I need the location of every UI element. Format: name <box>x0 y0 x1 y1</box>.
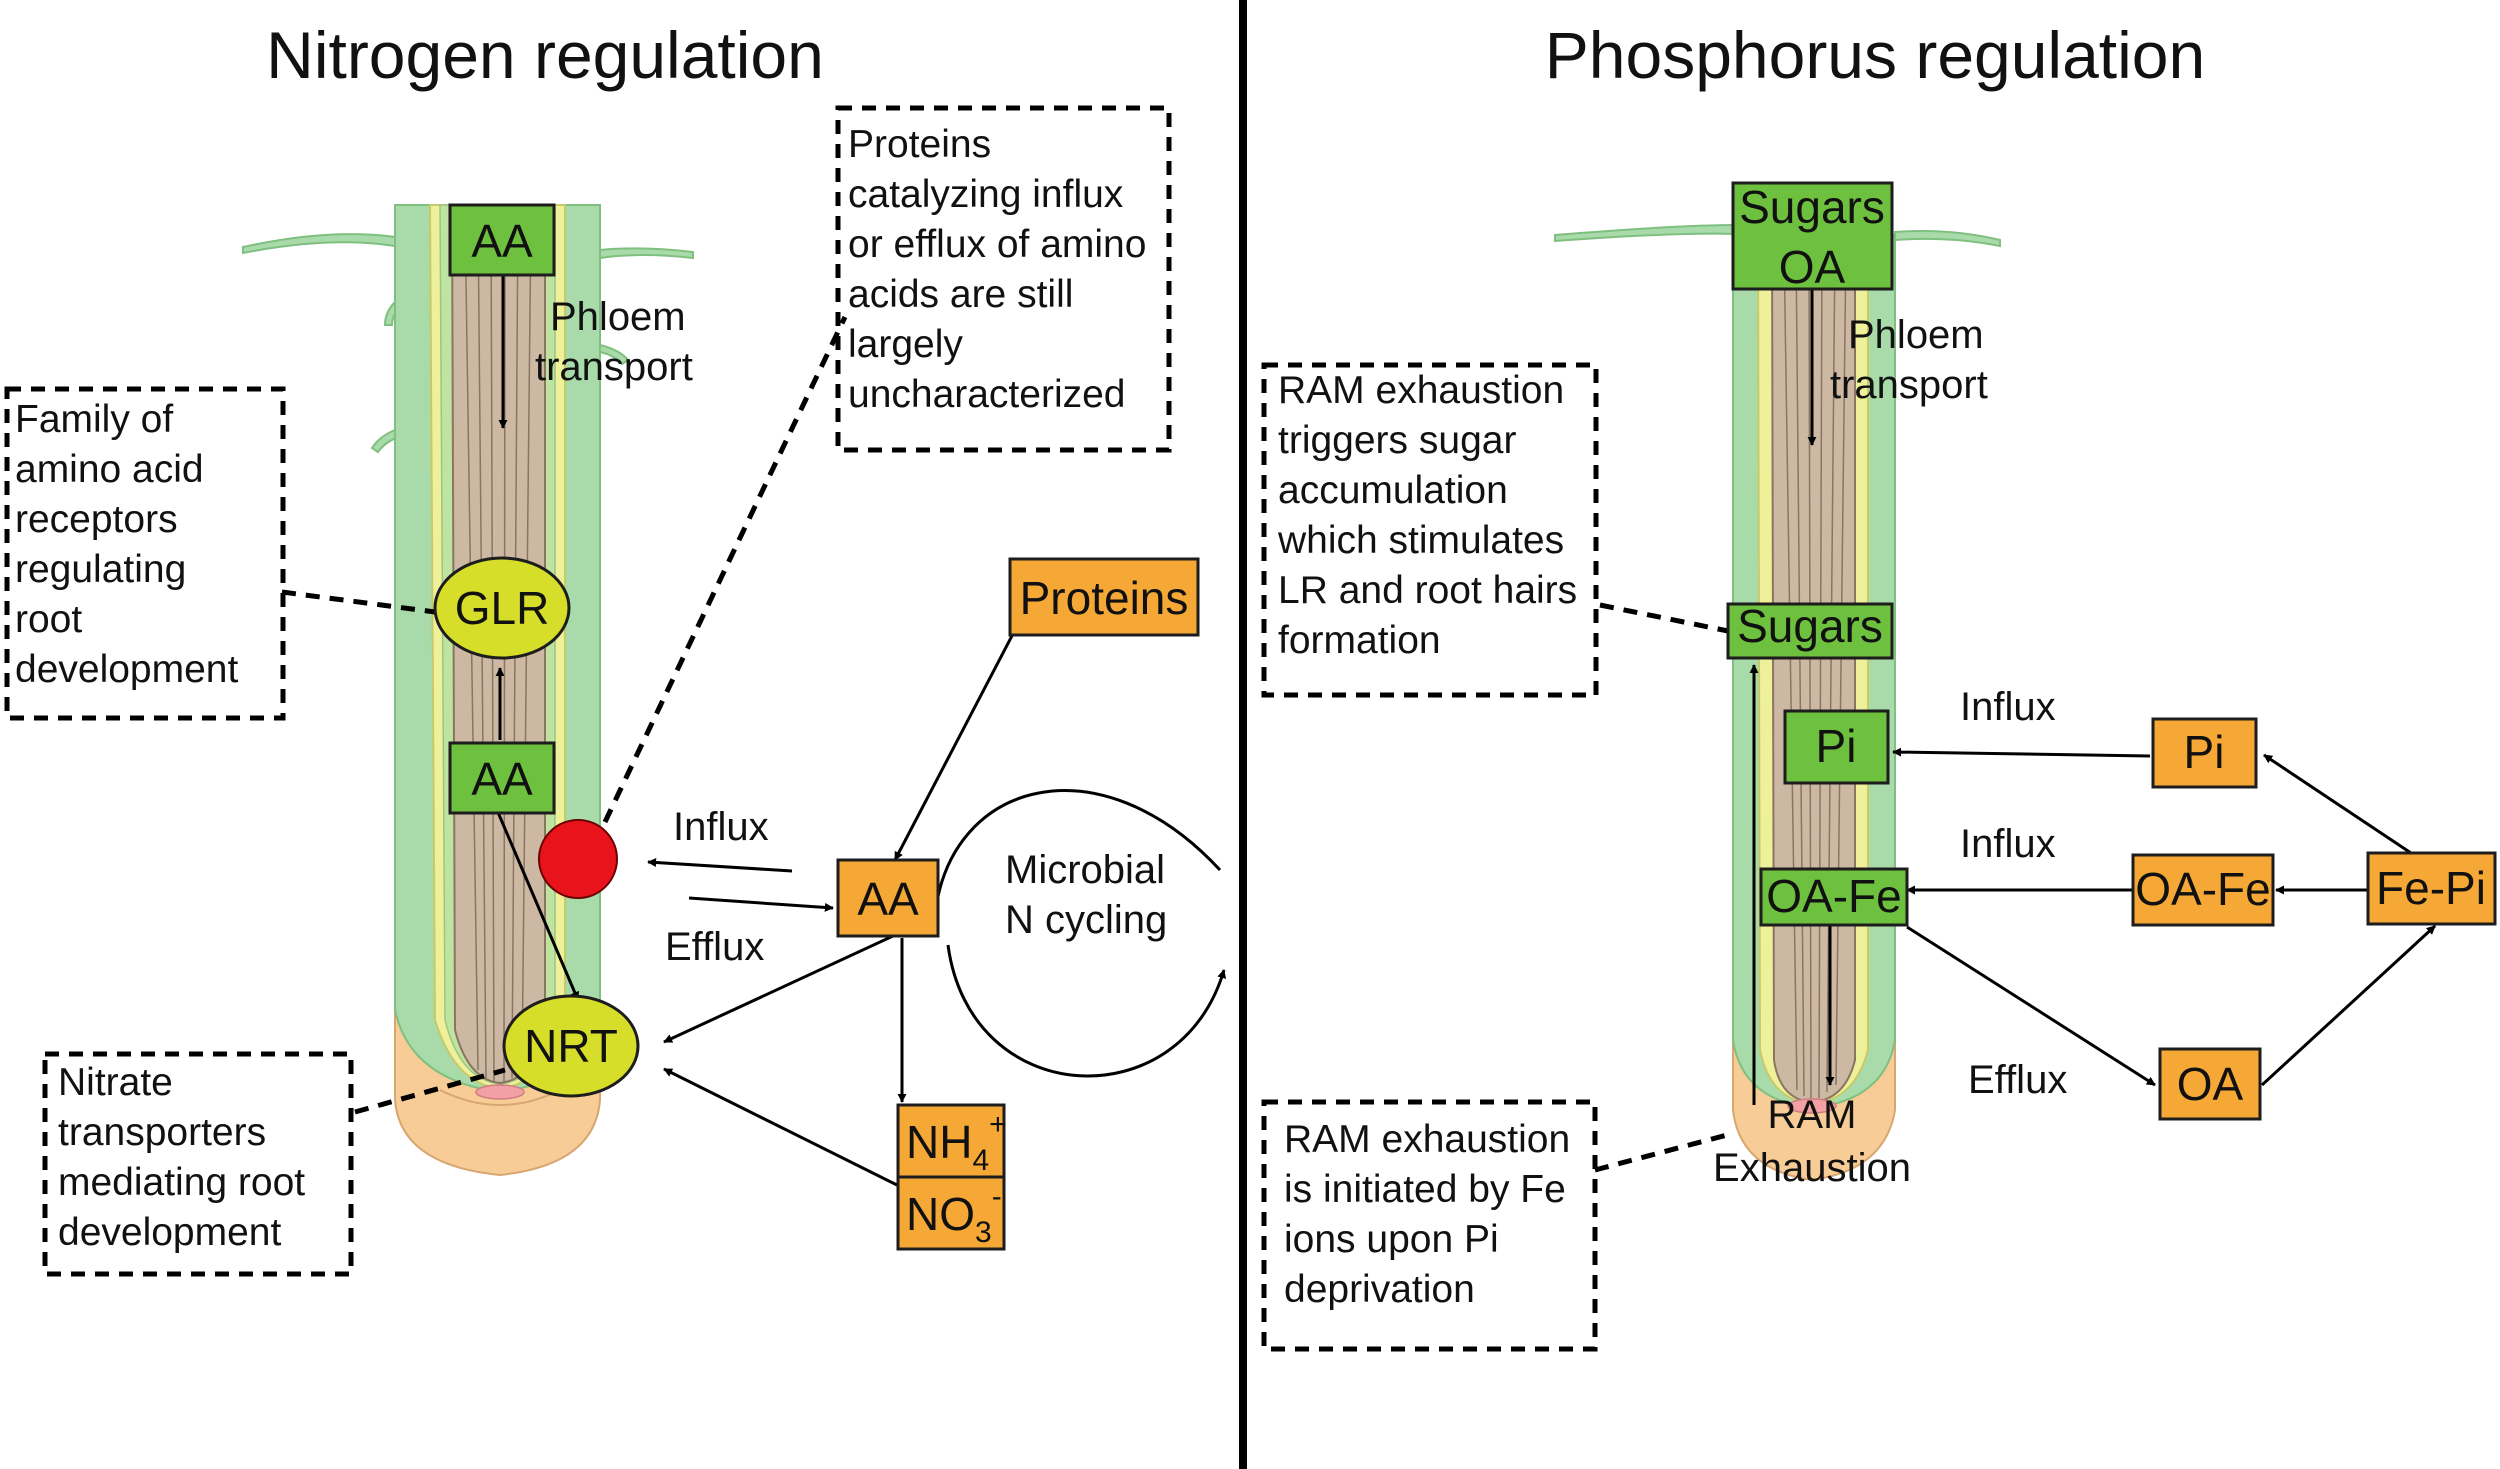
svg-text:Pi: Pi <box>1816 720 1857 772</box>
svg-text:AA: AA <box>471 215 533 267</box>
nitrogen-efflux-label: Efflux <box>665 925 764 969</box>
svg-text:NRT: NRT <box>524 1020 618 1072</box>
microbial-label-2: N cycling <box>1005 898 1167 942</box>
sugars-oa-top-box: Sugars OA <box>1731 181 1894 293</box>
nitrogen-phloem-label: Phloem <box>550 295 686 339</box>
oafe-outside-box: OA-Fe <box>2131 853 2275 927</box>
sugars-mid-box: Sugars <box>1726 600 1894 660</box>
microbial-label: Microbial <box>1005 848 1165 892</box>
phosphorus-phloem-label-2: transport <box>1830 363 1988 407</box>
aa-mid-box: AA <box>448 741 556 815</box>
svg-text:Fe-Pi: Fe-Pi <box>2376 862 2486 914</box>
nitrogen-influx-label: Influx <box>673 805 769 849</box>
svg-text:OA-Fe: OA-Fe <box>1766 870 1901 922</box>
svg-text:OA: OA <box>2177 1058 2244 1110</box>
oa-box: OA <box>2158 1047 2262 1121</box>
svg-text:NO3-: NO3- <box>906 1180 1002 1249</box>
pi-outside-box: Pi <box>2151 717 2258 789</box>
fepi-box: Fe-Pi <box>2366 851 2497 926</box>
aa-top-box: AA <box>448 203 556 277</box>
phosphorus-title: Phosphorus regulation <box>1545 18 2205 92</box>
nitrogen-phloem-label-2: transport <box>535 345 693 389</box>
svg-text:OA-Fe: OA-Fe <box>2135 863 2270 915</box>
phosphorus-efflux-label: Efflux <box>1968 1058 2067 1102</box>
aa-outside-box: AA <box>836 858 940 938</box>
pi-inside-box: Pi <box>1783 709 1890 785</box>
svg-text:AA: AA <box>471 753 533 805</box>
nitrogen-title: Nitrogen regulation <box>266 18 824 92</box>
nrt-transporter: NRT <box>502 994 640 1098</box>
proteins-box: Proteins <box>1008 557 1200 637</box>
svg-text:NH4+: NH4+ <box>906 1108 1007 1177</box>
ram-label-2: Exhaustion <box>1713 1146 1911 1190</box>
nitrogen-root <box>242 204 694 1177</box>
svg-text:Proteins: Proteins <box>1020 572 1189 624</box>
phosphorus-phloem-label: Phloem <box>1848 313 1984 357</box>
svg-text:OA: OA <box>1779 241 1846 293</box>
no3-box: NO3- <box>896 1175 1006 1251</box>
phosphorus-influx-label-2: Influx <box>1960 822 2056 866</box>
phosphorus-influx-label: Influx <box>1960 685 2056 729</box>
nh4-box: NH4+ <box>896 1103 1007 1179</box>
svg-text:Sugars: Sugars <box>1739 181 1885 233</box>
svg-text:AA: AA <box>857 873 919 925</box>
svg-text:GLR: GLR <box>455 582 550 634</box>
ram-label: RAM <box>1768 1093 1857 1137</box>
red-transporter-dot <box>538 819 618 899</box>
svg-text:Pi: Pi <box>2184 726 2225 778</box>
svg-text:Sugars: Sugars <box>1737 600 1883 652</box>
oafe-inside-box: OA-Fe <box>1759 867 1909 927</box>
glr-receptor: GLR <box>433 556 571 660</box>
